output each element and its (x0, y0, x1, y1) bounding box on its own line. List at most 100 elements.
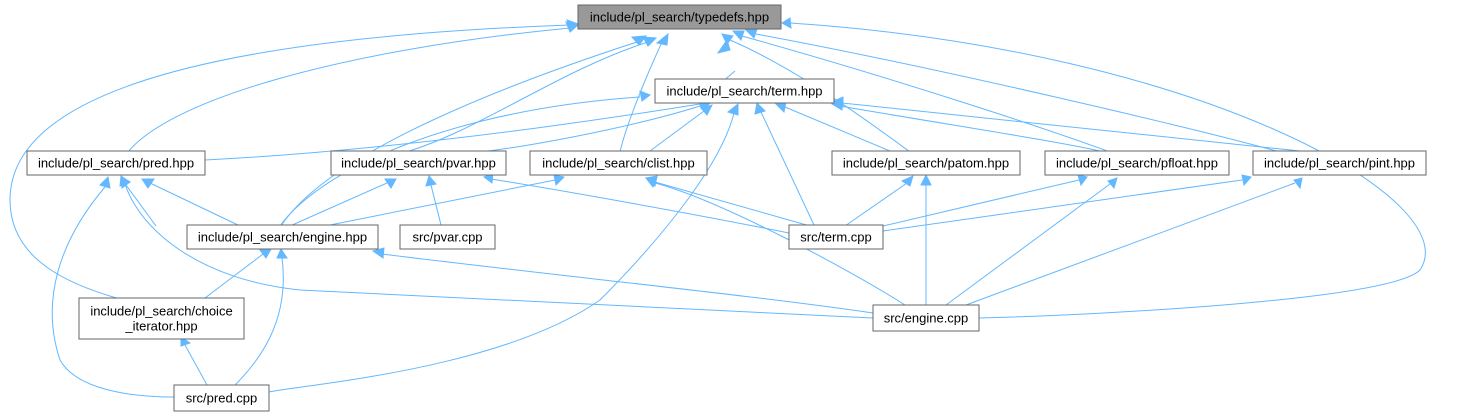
edge-arrowhead (384, 178, 397, 189)
edge-arrowhead (731, 30, 745, 41)
dependency-edge (268, 102, 739, 393)
node-box (173, 384, 270, 412)
edge-line (729, 39, 911, 153)
edge-arrowhead (630, 35, 648, 46)
node-pred-hpp[interactable]: include/pl_search/pred.hpp (26, 150, 206, 176)
edge-line (430, 184, 442, 226)
node-box (654, 78, 835, 104)
node-patom-hpp[interactable]: include/pl_search/patom.hpp (831, 150, 1021, 176)
node-term-cpp[interactable]: src/term.cpp (788, 224, 884, 250)
edge-arrowhead (726, 102, 739, 116)
dependency-edge (644, 175, 811, 227)
edge-arrowhead (645, 176, 658, 188)
node-pvar-hpp[interactable]: include/pl_search/pvar.hpp (330, 150, 507, 176)
node-label: src/engine.cpp (884, 311, 969, 326)
edge-arrowhead (743, 28, 758, 39)
edge-line (619, 41, 663, 153)
dependency-edge (180, 336, 208, 386)
node-box (1252, 150, 1427, 176)
edge-line (125, 184, 157, 227)
edge-arrowhead (276, 247, 288, 259)
edge-line (184, 344, 208, 386)
dependency-edge (882, 174, 1252, 232)
edge-line (405, 41, 649, 153)
dependency-edge (781, 17, 1426, 319)
edge-line (149, 182, 241, 227)
node-term-hpp[interactable]: include/pl_search/term.hpp (654, 78, 835, 104)
dependency-edge (51, 175, 175, 398)
node-label: src/pvar.cpp (412, 230, 482, 245)
node-label: include/pl_search/typedefs.hpp (590, 10, 769, 25)
node-pfloat-hpp[interactable]: include/pl_search/pfloat.hpp (1044, 150, 1230, 176)
edge-line (841, 102, 1301, 152)
dependency-edge (945, 177, 1118, 306)
edge-line (755, 33, 1281, 153)
edge-arrowhead (700, 104, 713, 116)
edge-line (204, 253, 264, 299)
node-label: include/pl_search/pred.hpp (38, 156, 194, 171)
dependency-edge (649, 104, 713, 152)
dependency-edge (279, 90, 652, 227)
dependency-edge (965, 177, 1303, 306)
node-engine-cpp[interactable]: src/engine.cpp (872, 304, 980, 332)
node-pint-hpp[interactable]: include/pl_search/pint.hpp (1252, 150, 1427, 176)
edge-line (945, 183, 1111, 306)
node-engine-hpp[interactable]: include/pl_search/engine.hpp (186, 224, 379, 250)
node-label: include/pl_search/term.hpp (666, 84, 822, 99)
edge-line (654, 182, 906, 306)
dependency-edge (371, 247, 874, 314)
node-choice-hpp[interactable]: include/pl_search/choice_iterator.hpp (78, 297, 245, 340)
edge-arrowhead (642, 36, 658, 47)
dependency-edge (731, 30, 1111, 153)
edge-line (268, 112, 735, 393)
node-box (186, 224, 379, 250)
edge-arrowhead (754, 101, 766, 115)
edge-arrowhead (655, 32, 669, 46)
nodes-layer: include/pl_search/typedefs.hpp include/pl… (26, 4, 1427, 412)
node-label: src/term.cpp (800, 230, 872, 245)
dependency-edge (920, 173, 932, 305)
dependency-edge (289, 178, 397, 227)
edge-line (234, 257, 284, 386)
edge-line (882, 179, 1080, 227)
dependency-edge (773, 101, 891, 152)
dependency-edge (204, 248, 272, 299)
edge-line (280, 41, 638, 227)
node-box (788, 224, 884, 250)
edge-line (654, 181, 811, 227)
edge-arrowhead (900, 175, 914, 187)
dependency-edge (479, 100, 712, 153)
edge-line (649, 110, 705, 152)
node-label: include/pl_search/clist.hpp (542, 156, 694, 171)
edge-arrowhead (832, 96, 844, 108)
edge-line (839, 105, 1101, 152)
dependency-edge (405, 36, 658, 153)
edge-line (741, 35, 1111, 153)
edge-line (479, 105, 701, 153)
edge-arrowhead (639, 90, 652, 102)
edge-arrowhead (119, 175, 132, 187)
dependency-edge (425, 174, 442, 226)
node-clist-hpp[interactable]: include/pl_search/clist.hpp (529, 150, 708, 176)
edge-line (279, 96, 641, 227)
edge-line (204, 103, 701, 161)
dependency-edge (483, 172, 790, 234)
dependency-edge (280, 35, 648, 227)
node-label: include/pl_search/pvar.hpp (341, 156, 496, 171)
node-pred-cpp[interactable]: src/pred.cpp (173, 384, 270, 412)
edge-line (882, 179, 1243, 232)
node-box (399, 224, 496, 250)
edge-arrowhead (425, 174, 437, 187)
node-label: include/pl_search/engine.hpp (198, 230, 367, 245)
edge-line (289, 179, 556, 234)
edge-line (289, 182, 388, 227)
dependency-edge (619, 32, 669, 153)
node-box (872, 304, 980, 332)
node-label: include/pl_search/patom.hpp (843, 156, 1009, 171)
dependency-edge (844, 175, 914, 227)
dependency-edge (754, 101, 815, 226)
node-box (529, 150, 708, 176)
edge-line (784, 106, 891, 152)
node-pvar-cpp[interactable]: src/pvar.cpp (399, 224, 496, 250)
edge-arrowhead (1107, 177, 1118, 190)
